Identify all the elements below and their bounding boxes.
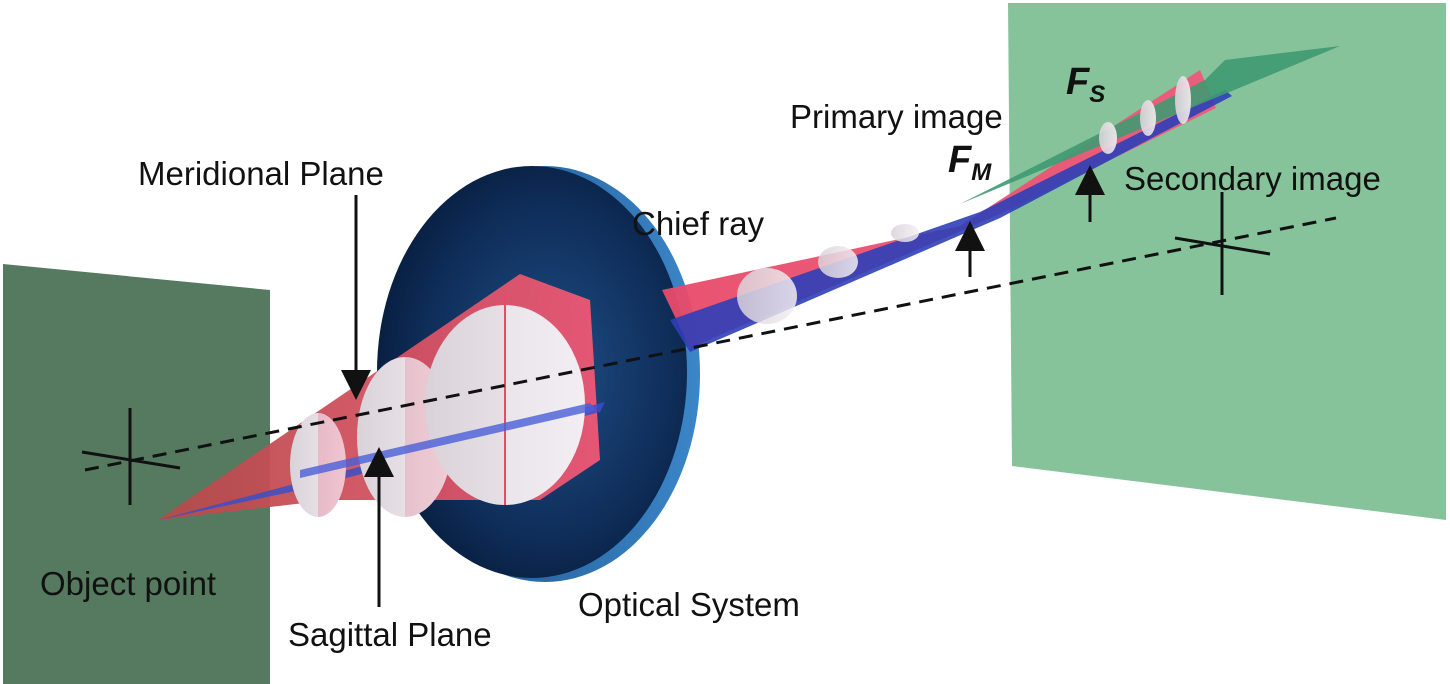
focus-meridional-sub: M	[971, 159, 992, 186]
incoming-ray-cone	[158, 274, 605, 520]
focus-sagittal-sub: S	[1089, 81, 1105, 108]
chief-ray-line	[84, 216, 1337, 472]
focus-sagittal-label: FS	[1066, 61, 1105, 108]
chief-ray-label: Chief ray	[632, 205, 765, 242]
object-point-label: Object point	[40, 565, 216, 602]
sagittal-plane-label: Sagittal Plane	[288, 616, 492, 653]
outgoing-ray-bundle	[662, 46, 1340, 352]
focus-meridional-main: F	[948, 139, 973, 181]
focus-meridional-label: FM	[948, 139, 992, 186]
object-point-cross	[81, 408, 181, 505]
focus-sagittal-main: F	[1066, 61, 1091, 103]
primary-image-label: Primary image	[790, 98, 1003, 135]
secondary-image-cross	[1174, 192, 1271, 295]
object-plane	[3, 264, 270, 684]
cross-section-disc	[290, 413, 346, 517]
meridional-plane-label: Meridional Plane	[138, 155, 384, 192]
optical-system-label: Optical System	[578, 586, 800, 623]
secondary-image-label: Secondary image	[1124, 160, 1381, 197]
